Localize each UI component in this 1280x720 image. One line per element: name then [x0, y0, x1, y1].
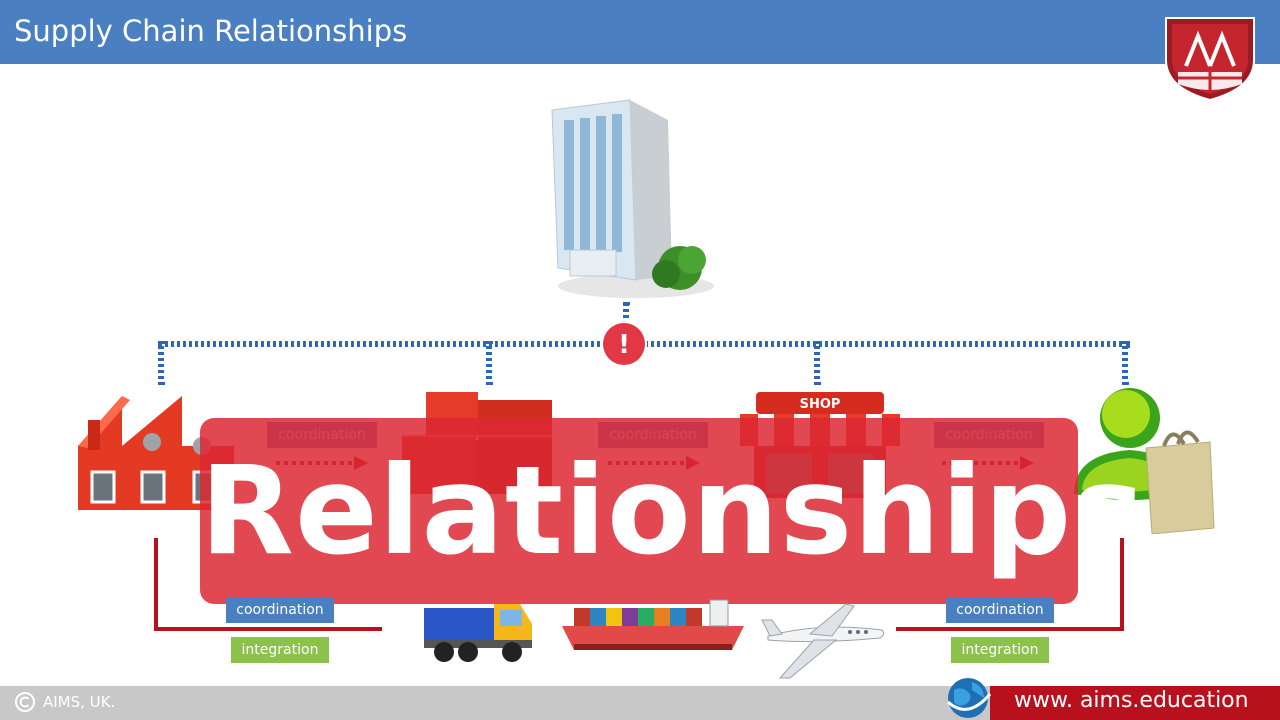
connector-line	[158, 341, 164, 385]
connector-line	[1122, 341, 1128, 385]
website-link[interactable]: www. aims.education	[1014, 688, 1249, 713]
relationships-banner	[200, 418, 1078, 604]
header-bar	[0, 0, 1280, 64]
connector-line	[486, 341, 492, 385]
cargo-ship-icon	[562, 599, 744, 650]
headquarters-building-icon	[551, 99, 714, 298]
coordination-label: coordination	[226, 597, 334, 623]
copyright-text: AIMS, UK.	[43, 693, 116, 711]
alert-icon[interactable]: !	[600, 320, 648, 368]
flow-line	[154, 627, 382, 631]
integration-label: integration	[231, 637, 329, 663]
page-title: Supply Chain Relationships	[14, 14, 408, 48]
flow-line	[154, 538, 158, 630]
svg-text:SHOP: SHOP	[800, 397, 841, 412]
truck-icon	[424, 604, 532, 662]
coordination-label: coordination	[946, 597, 1054, 623]
connector-line	[814, 341, 820, 385]
globe-icon	[946, 678, 992, 718]
footer-website-band	[990, 686, 1280, 720]
airplane-icon	[761, 603, 885, 679]
integration-label: integration	[951, 637, 1049, 663]
aims-logo-icon[interactable]	[1158, 10, 1262, 102]
customer-icon	[1074, 388, 1215, 534]
flow-line	[1120, 538, 1124, 630]
flow-line	[896, 627, 1124, 631]
svg-text:!: !	[618, 330, 630, 360]
relationships-heading: Relationships	[200, 440, 1146, 582]
copyright-icon	[15, 692, 35, 712]
